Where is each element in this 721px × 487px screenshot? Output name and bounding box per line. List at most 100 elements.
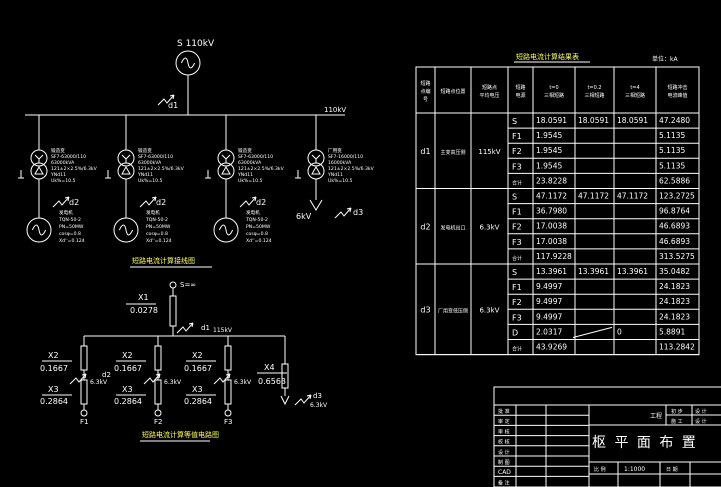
signature-label: 批 准: [498, 408, 510, 415]
ground-symbol: [295, 170, 301, 179]
value-cell: 9.4997: [536, 297, 562, 306]
generator-spec: Xd''=0.124: [59, 238, 85, 244]
transformer-winding-hv: [30, 149, 48, 167]
branch-x-name: X2: [122, 351, 133, 360]
load-arrow-icon: [309, 199, 323, 211]
generator-node: [224, 409, 232, 417]
value-cell: 17.0038: [536, 237, 567, 246]
wye-symbol: [34, 154, 44, 163]
generator-symbol: [213, 217, 239, 243]
delta-symbol: [34, 165, 44, 175]
value-cell: 9.4997: [536, 312, 562, 321]
branch-x-name: X3: [192, 385, 203, 394]
generator-node-label: F2: [154, 418, 162, 426]
value-cell: 24.1823: [659, 312, 690, 321]
sine-wave-icon: [218, 224, 234, 236]
value-cell: 96.8764: [659, 207, 690, 216]
value-cell: 47.1172: [617, 192, 648, 201]
source-cell: 合计: [512, 255, 522, 262]
value-cell: 46.6893: [659, 222, 690, 231]
signature-label: 制 图: [498, 459, 510, 466]
branch-x-value: 0.1667: [40, 364, 68, 373]
ground-symbol: [18, 170, 24, 179]
generator-spec: PN=50MW: [246, 224, 271, 230]
delta-symbol: [311, 165, 321, 175]
wye-symbol: [121, 154, 131, 163]
source-cell: 合计: [512, 346, 522, 353]
connection-diagram-caption: 短路电流计算接线图: [132, 256, 195, 265]
source-cell: S: [512, 268, 517, 277]
branch-x-value: 0.1667: [184, 364, 212, 373]
ground-symbol: [205, 170, 211, 179]
transformer-spec: SF7-63000/110: [138, 154, 173, 160]
value-cell: 47.2480: [659, 116, 690, 125]
table-unit: 单位：kA: [652, 55, 678, 63]
branch-x-name: X2: [48, 351, 59, 360]
value-cell: 23.8228: [536, 176, 567, 185]
wye-symbol: [221, 154, 231, 163]
transformer-spec: SF7-63000/110: [51, 154, 86, 160]
stage-label: 设 计: [695, 418, 707, 425]
branch-x-value: 0.2864: [114, 397, 142, 406]
sine-wave-icon: [180, 57, 196, 69]
fault-voltage-cell: 6.3kV: [480, 223, 500, 231]
generator-node: [154, 409, 162, 417]
value-cell: 13.3961: [536, 267, 567, 276]
source-cell: S: [512, 117, 517, 126]
title-block-frame: [493, 386, 721, 487]
transformer-spec: 63000kVA: [138, 160, 162, 166]
ground-symbol: [105, 170, 111, 179]
transformer-spec: YNd11: [327, 172, 343, 178]
fault-d1-arrow: [157, 94, 175, 106]
signature-label: CAD: [498, 469, 511, 476]
value-cell: 36.7980: [536, 207, 567, 216]
generator-spec: cosφ=0.8: [246, 231, 268, 237]
transformer-spec: SF7-16000/110: [328, 154, 363, 160]
x1-name: X1: [138, 293, 149, 302]
table-header-cell: 短路: [420, 80, 430, 87]
generator-spec: Xd''=0.124: [246, 238, 272, 244]
generator-node-label: F1: [80, 418, 88, 426]
branch-x-name: X3: [48, 385, 59, 394]
fault-arrow-head-icon: [251, 196, 257, 202]
value-cell: 18.0591: [578, 116, 609, 125]
branch-x-name: X2: [192, 351, 203, 360]
table-header-cell: t=0: [549, 85, 558, 91]
generator-symbol: [113, 217, 139, 243]
equiv-bus-label: 115kV: [213, 327, 233, 334]
source-cell: F1: [512, 132, 522, 141]
value-cell: 24.1823: [659, 297, 690, 306]
infinite-source-node: [169, 281, 177, 289]
fault-d2-label: d2: [69, 198, 79, 207]
source-cell: D: [512, 328, 518, 337]
fault-d1-label: d1: [201, 324, 210, 332]
source-cell: F2: [512, 298, 522, 307]
generator-spec: 发电机: [59, 209, 73, 216]
transformer-winding-hv: [217, 149, 235, 167]
transformer-winding-hv: [307, 149, 325, 167]
branch-impedance-a: [154, 345, 162, 371]
generator-spec: 发电机: [146, 209, 160, 216]
fault-d2-arrow: [69, 373, 87, 385]
fault-d2-arrow: [139, 196, 157, 208]
fault-d3-label: d3: [313, 392, 322, 400]
fault-point-cell: d1: [420, 147, 430, 156]
branch-voltage: 6.3kV: [234, 379, 252, 386]
fault-d1-arrow: [176, 322, 194, 334]
stage-label: 施 工: [671, 418, 683, 425]
fault-d1-label: d1: [168, 101, 178, 110]
x4-value: 0.6563: [258, 377, 286, 386]
value-cell: 35.0482: [659, 267, 690, 276]
fault-d3-label: d3: [353, 208, 363, 217]
branch-x-value: 0.2864: [184, 397, 212, 406]
value-cell: 47.1172: [578, 192, 609, 201]
fault-d2-arrow: [239, 196, 257, 208]
table-header-cell: 三相短路: [544, 92, 564, 99]
drawing-title: 枢 平 面 布 置: [592, 435, 698, 451]
signature-label: 设 计: [498, 449, 510, 456]
source-label: S 110kV: [177, 39, 215, 49]
table-header-cell: 短路点: [482, 84, 497, 91]
fault-arrow-head-icon: [155, 373, 161, 379]
signature-label: 校 核: [498, 439, 510, 446]
signature-label: 审 核: [498, 428, 510, 435]
